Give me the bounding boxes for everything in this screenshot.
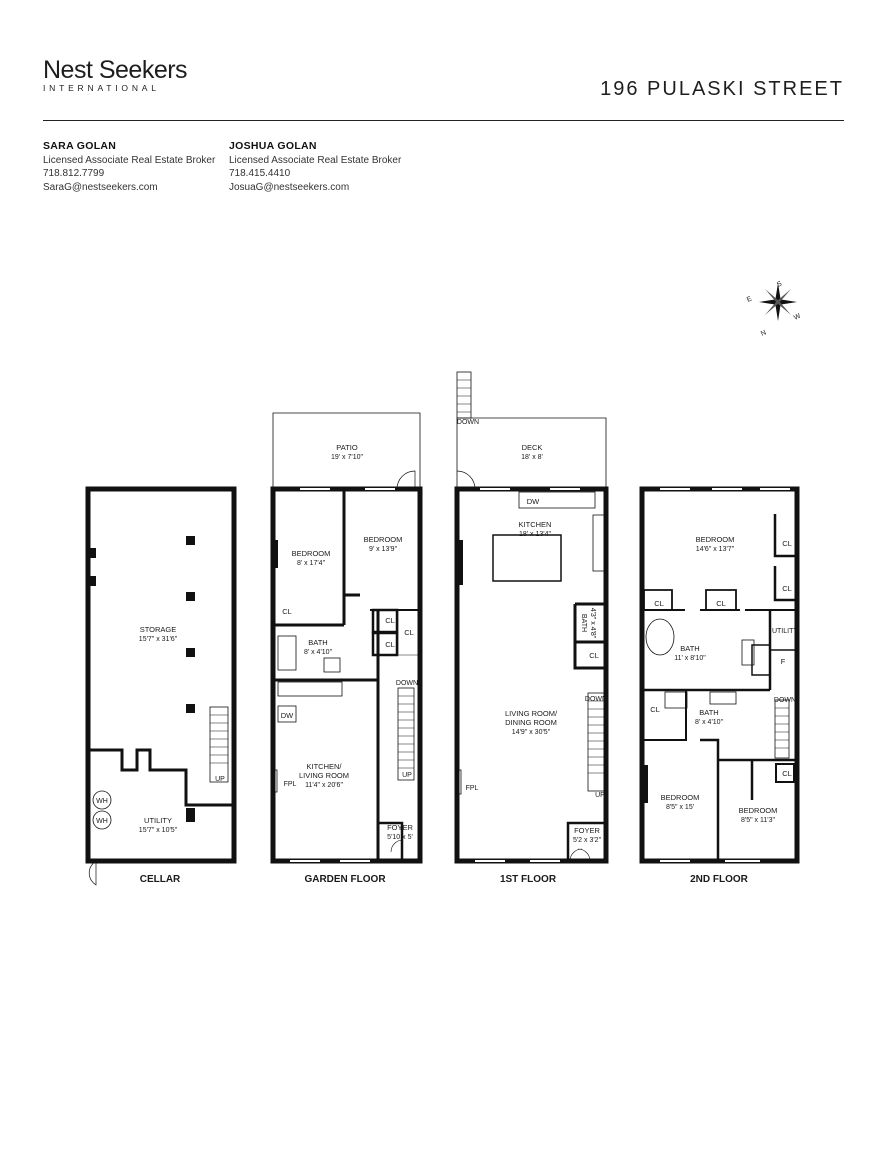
first-living-dim: 14'9" x 30'5" (512, 729, 551, 736)
cellar-utility-dim: 15'7" x 10'5" (139, 827, 178, 834)
floor-second (639, 486, 800, 864)
first-kitchen-dim: 18' x 13'4" (519, 531, 552, 538)
floor-label-first: 1ST FLOOR (500, 874, 557, 885)
second-bedroom-2-dim: 8'5" x 15' (666, 804, 694, 811)
agent-phone: 718.415.4410 (229, 168, 291, 179)
garden-kitchen-label-1: KITCHEN/ (306, 762, 342, 771)
agent-email: JosuaG@nestseekers.com (229, 181, 350, 193)
brand-name: Nest Seekers (43, 56, 188, 84)
second-utility-label: UTILITY (772, 628, 798, 635)
second-closet-1: CL (782, 539, 792, 548)
cellar-water-heater-1: WH (96, 798, 108, 805)
garden-foyer-dim: 5'10 x 5' (387, 834, 413, 841)
garden-stair-up: UP (402, 772, 412, 779)
compass-icon: E S N W (746, 280, 802, 337)
floor-label-cellar: CELLAR (140, 874, 181, 885)
agent-phone: 718.812.7799 (43, 168, 105, 179)
agent-email: SaraG@nestseekers.com (43, 181, 158, 193)
second-bath-2-dim: 8' x 4'10" (695, 719, 724, 726)
floor-label-garden: GARDEN FLOOR (304, 874, 386, 885)
second-bedroom-3-dim: 8'5" x 11'3" (741, 817, 775, 824)
first-living-label-1: LIVING ROOM/ (505, 709, 558, 718)
second-furnace: F (781, 657, 786, 666)
agent-card-1: SARA GOLAN Licensed Associate Real Estat… (43, 140, 215, 194)
garden-bedroom-1-dim: 8' x 17'4" (297, 560, 326, 567)
first-bath-dim: 4'3" x 4'8" (589, 608, 596, 639)
cellar-storage-label: STORAGE (140, 625, 177, 634)
garden-patio-dim: 19' x 7'10" (331, 454, 364, 461)
garden-kitchen-label-2: LIVING ROOM (299, 771, 349, 780)
first-deck-dim: 18' x 8' (521, 454, 543, 461)
second-bath-2-label: BATH (699, 708, 718, 717)
second-bedroom-1-dim: 14'6" x 13'7" (696, 546, 735, 553)
second-closet-6: CL (782, 769, 792, 778)
first-fireplace: FPL (466, 785, 479, 792)
garden-kitchen-dim: 11'4" x 20'6" (305, 782, 343, 789)
first-stair-up: UP (595, 792, 605, 799)
second-bath-1-dim: 11' x 8'10" (674, 655, 706, 662)
second-stair-down: DOWN (774, 697, 796, 704)
first-living-label-2: DINING ROOM (505, 718, 557, 727)
compass-south: S (776, 280, 783, 288)
garden-bedroom-2-dim: 9' x 13'9" (369, 546, 398, 553)
first-kitchen-label: KITCHEN (519, 520, 552, 529)
first-dishwasher: DW (527, 497, 540, 506)
header-divider (43, 120, 844, 121)
garden-closet-2: CL (385, 616, 395, 625)
first-foyer-dim: 5'2 x 3'2" (573, 837, 602, 844)
second-bath-1-label: BATH (680, 644, 699, 653)
cellar-utility-label: UTILITY (144, 816, 172, 825)
floor-label-second: 2ND FLOOR (690, 874, 749, 885)
second-closet-3: CL (654, 599, 664, 608)
property-address: 196 PULASKI STREET (600, 78, 844, 100)
floor-garden (270, 412, 423, 864)
agent-name: SARA GOLAN (43, 140, 117, 152)
compass-north: N (760, 329, 768, 337)
second-bedroom-2-label: BEDROOM (661, 793, 700, 802)
agent-title: Licensed Associate Real Estate Broker (229, 154, 402, 166)
garden-bedroom-2-label: BEDROOM (364, 535, 403, 544)
garden-dishwasher: DW (281, 711, 294, 720)
garden-closet-1: CL (282, 607, 292, 616)
garden-closet-4: CL (404, 628, 414, 637)
garden-patio-label: PATIO (336, 443, 358, 452)
first-foyer-label: FOYER (574, 826, 600, 835)
garden-bath-label: BATH (308, 638, 327, 647)
second-bedroom-1-label: BEDROOM (696, 535, 735, 544)
garden-bath-dim: 8' x 4'10" (304, 649, 333, 656)
brand-subtitle: INTERNATIONAL (43, 83, 160, 93)
second-closet-5: CL (650, 705, 660, 714)
cellar-storage-dim: 15'7" x 31'6" (139, 636, 178, 643)
garden-stair-down: DOWN (396, 680, 418, 687)
compass-west: W (793, 313, 802, 322)
first-deck-stair-down: DOWN (457, 419, 479, 426)
first-bath-label: BATH (580, 614, 587, 632)
garden-fireplace: FPL (284, 781, 297, 788)
garden-closet-3: CL (385, 640, 395, 649)
floor-first (454, 371, 609, 864)
cellar-stair-up: UP (215, 776, 225, 783)
garden-foyer-label: FOYER (387, 823, 413, 832)
garden-bedroom-1-label: BEDROOM (292, 549, 331, 558)
compass-east: E (746, 295, 753, 303)
agent-card-2: JOSHUA GOLAN Licensed Associate Real Est… (229, 140, 401, 194)
second-bedroom-3-label: BEDROOM (739, 806, 778, 815)
second-closet-2: CL (782, 584, 792, 593)
agent-title: Licensed Associate Real Estate Broker (43, 154, 216, 166)
cellar-water-heater-2: WH (96, 818, 108, 825)
first-deck-label: DECK (522, 443, 543, 452)
first-stair-down: DOWN (585, 696, 607, 703)
floor-cellar (85, 486, 237, 886)
agent-name: JOSHUA GOLAN (229, 140, 317, 152)
first-closet: CL (589, 651, 599, 660)
brand-logo: Nest Seekers INTERNATIONAL (43, 56, 188, 93)
second-closet-4: CL (716, 599, 726, 608)
